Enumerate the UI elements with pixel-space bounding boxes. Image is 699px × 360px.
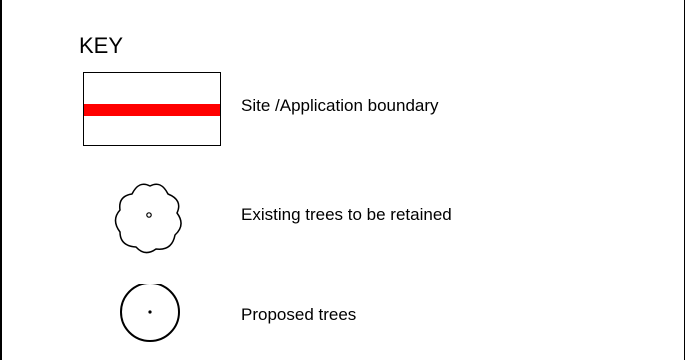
proposed-tree-icon [118,282,182,353]
legend-label-proposed-trees: Proposed trees [241,305,357,324]
legend-label-existing-trees: Existing trees to be retained [241,205,452,224]
red-boundary-line [84,104,220,116]
existing-tree-icon [110,178,190,263]
legend-label-site-boundary: Site /Application boundary [241,96,439,115]
frame-left-border [0,0,2,360]
boundary-line-symbol [83,72,221,146]
frame-right-border [684,0,685,360]
key-title: KEY [79,33,124,58]
